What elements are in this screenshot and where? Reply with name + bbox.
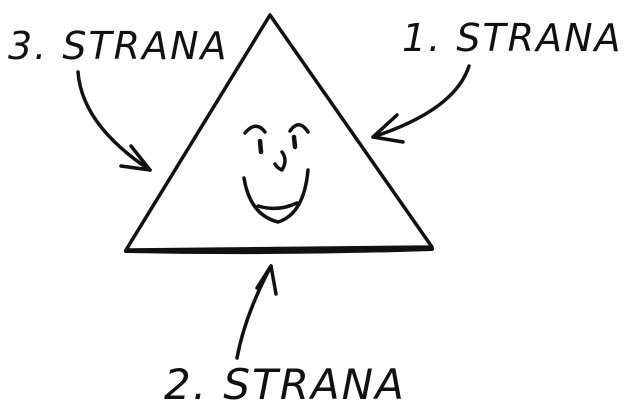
arrow-side-1 bbox=[373, 66, 469, 142]
right-eyebrow bbox=[290, 125, 308, 132]
arrow-side-3 bbox=[78, 72, 150, 170]
label-side-3: 3. STRANA bbox=[8, 24, 229, 68]
nose bbox=[275, 152, 285, 170]
label-side-1: 1. STRANA bbox=[402, 16, 623, 60]
label-side-2: 2. STRANA bbox=[164, 360, 406, 409]
arrow-side-2 bbox=[237, 266, 276, 358]
left-eyebrow bbox=[245, 126, 265, 133]
smiley-face-icon bbox=[244, 125, 308, 222]
right-eye bbox=[294, 137, 295, 147]
mouth-teeth-line bbox=[258, 203, 297, 208]
mouth bbox=[244, 170, 308, 222]
left-eye bbox=[260, 141, 261, 152]
